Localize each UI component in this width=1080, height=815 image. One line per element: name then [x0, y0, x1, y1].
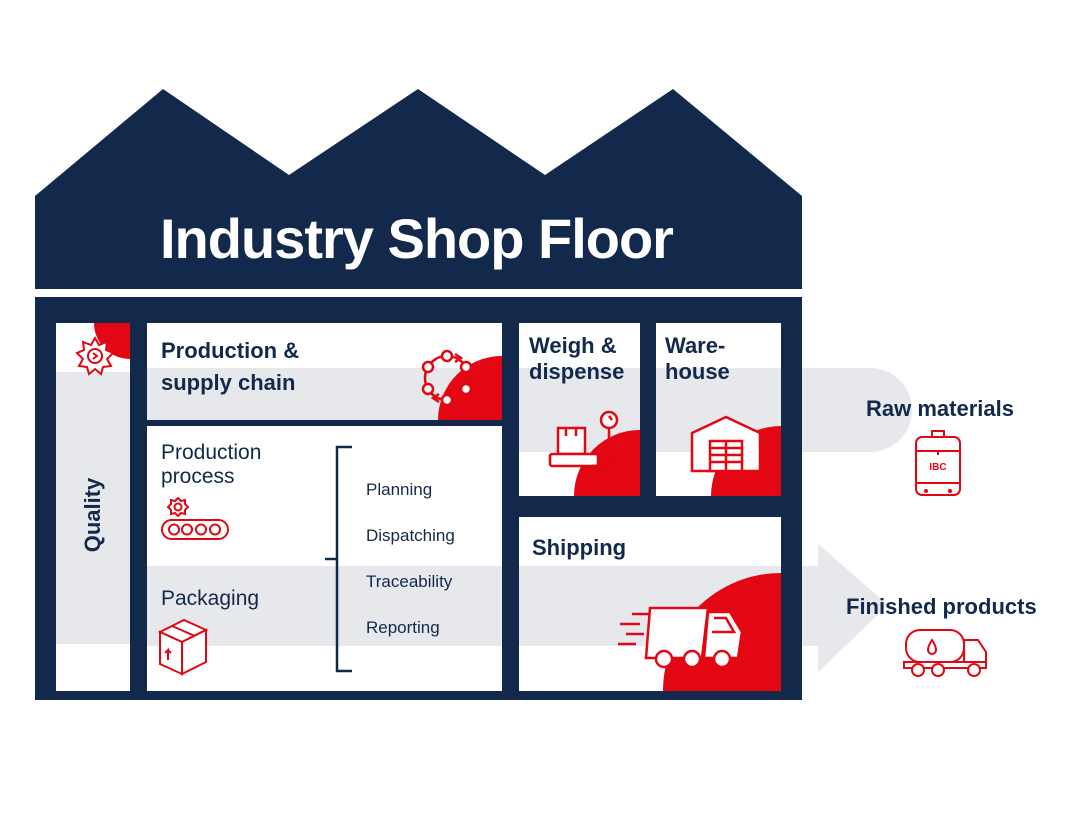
frame-divider-2	[502, 297, 519, 700]
finished-products-label: Finished products	[846, 594, 1037, 619]
warehouse-title: Ware- house	[665, 333, 730, 385]
production-process-title: Production process	[161, 441, 261, 489]
production-process-line-1: Production	[161, 441, 262, 464]
quality-label: Quality	[80, 477, 105, 553]
frame-divider-1	[130, 297, 147, 700]
frame-left	[35, 297, 56, 700]
warehouse-line-2: house	[665, 359, 730, 384]
delivery-truck-icon	[618, 606, 744, 669]
conveyor-gear-icon	[161, 496, 229, 540]
frame-row-divider	[147, 420, 502, 426]
packaging-title: Packaging	[161, 587, 260, 610]
frame-right-edge	[781, 297, 802, 700]
frame-divider-3	[640, 297, 656, 517]
process-item-traceability: Traceability	[366, 572, 453, 591]
frame-bottom	[35, 691, 802, 700]
ibc-label: IBC	[929, 462, 946, 473]
tank-truck-icon	[903, 629, 987, 677]
process-bracket	[325, 445, 352, 673]
shipping-title: Shipping	[532, 535, 627, 560]
ibc-container-icon: IBC	[915, 430, 961, 496]
warehouse-line-1: Ware-	[665, 333, 726, 358]
weigh-dispense-line-2: dispense	[529, 359, 625, 384]
frame-row-divider-2	[519, 496, 781, 517]
raw-materials-label: Raw materials	[866, 396, 1014, 421]
roof	[35, 89, 802, 289]
supply-chain-cycle-icon	[421, 349, 473, 407]
weighing-scale-icon	[548, 410, 619, 468]
production-supply-chain-title: Production & supply chain	[161, 338, 299, 396]
production-supply-chain-line-2: supply chain	[161, 370, 296, 395]
production-supply-chain-line-1: Production &	[161, 338, 300, 363]
weigh-red-corner	[574, 430, 640, 496]
frame-top	[35, 297, 802, 323]
raw-materials-band-outside	[802, 368, 912, 452]
weigh-dispense-title: Weigh & dispense	[529, 333, 624, 385]
page-title: Industry Shop Floor	[160, 207, 674, 270]
quality-gear-icon	[75, 335, 115, 376]
package-box-icon	[157, 618, 209, 676]
production-process-line-2: process	[161, 465, 235, 488]
warehouse-icon	[690, 415, 762, 473]
weigh-dispense-line-1: Weigh &	[529, 333, 617, 358]
process-item-planning: Planning	[366, 480, 433, 499]
quality-red-corner	[94, 323, 130, 359]
finished-products-arrow-outside	[802, 544, 888, 672]
process-item-reporting: Reporting	[366, 618, 440, 637]
process-item-dispatching: Dispatching	[366, 526, 455, 545]
